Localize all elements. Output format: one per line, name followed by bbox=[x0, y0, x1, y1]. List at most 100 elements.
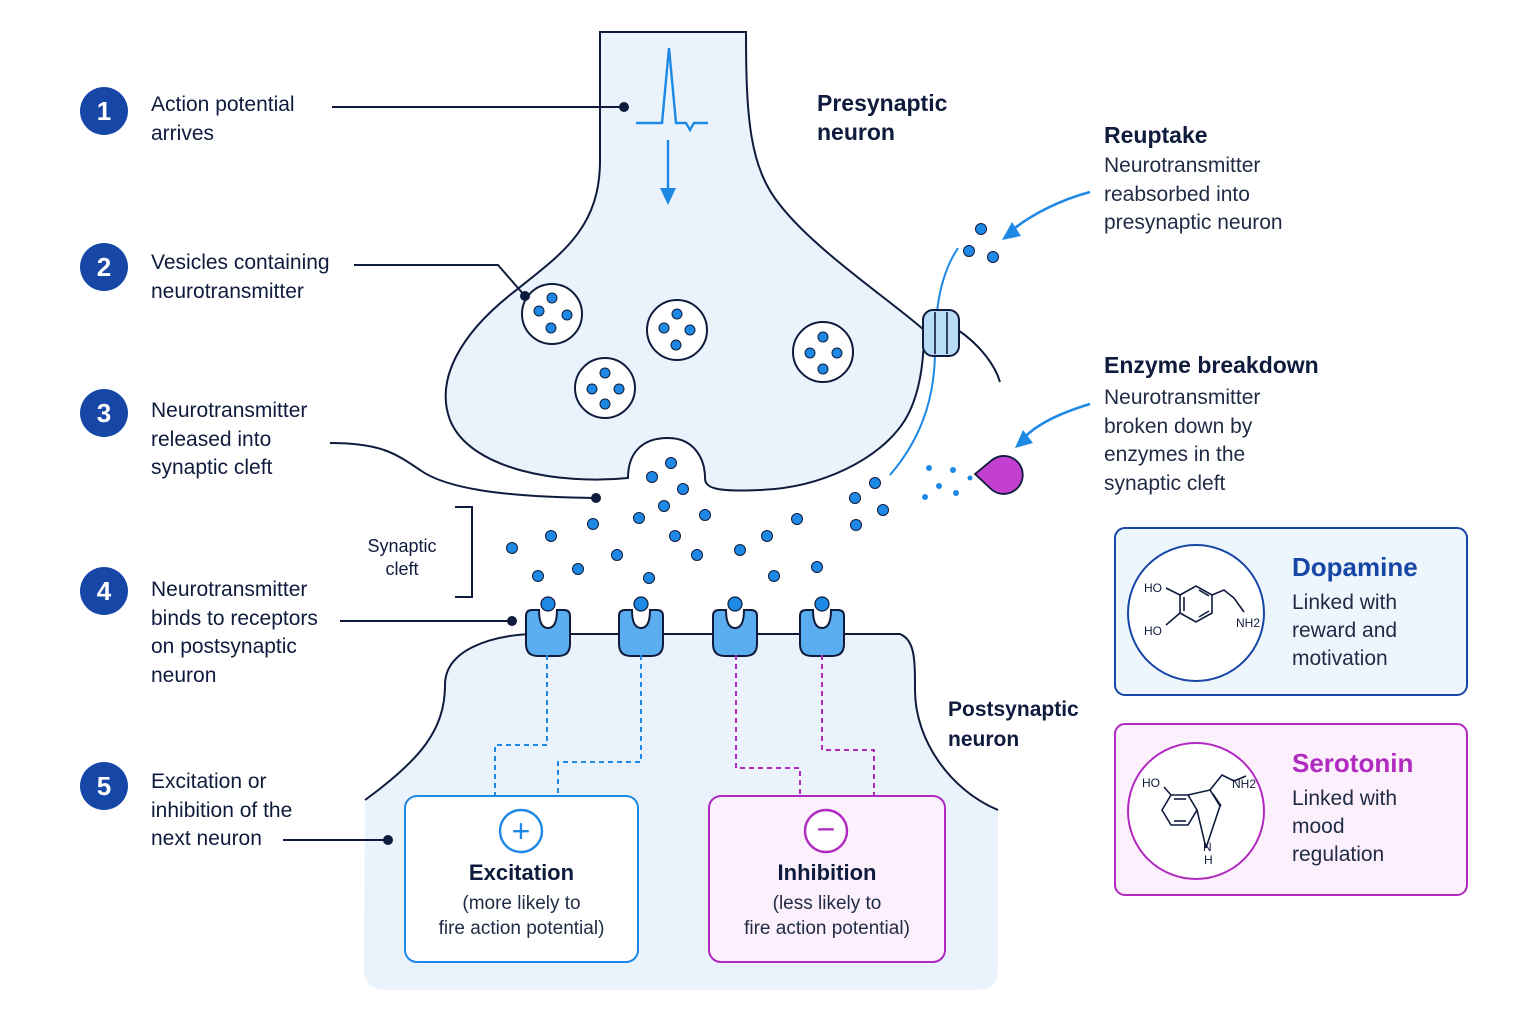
step-2-line: Vesicles containing bbox=[151, 251, 330, 274]
step-circle bbox=[80, 87, 128, 135]
neurotransmitter-molecule bbox=[849, 492, 861, 504]
step-3-line: synaptic cleft bbox=[151, 456, 273, 479]
degraded-fragments bbox=[922, 465, 973, 500]
synaptic-cleft-line: cleft bbox=[385, 559, 419, 579]
neurotransmitter-molecule bbox=[768, 570, 780, 582]
vesicle bbox=[574, 357, 636, 419]
enzyme-line: enzymes in the bbox=[1104, 443, 1246, 466]
reuptake-title: Reuptake bbox=[1104, 122, 1208, 148]
action-potential-trace bbox=[636, 47, 708, 133]
receptor bbox=[712, 596, 758, 657]
excitation-line: fire action potential) bbox=[438, 918, 605, 939]
receptor bbox=[618, 596, 664, 657]
step-number: 4 bbox=[97, 576, 112, 606]
step-4-line: on postsynaptic bbox=[151, 635, 297, 658]
receptor-body bbox=[618, 609, 664, 657]
signal-line-excitation bbox=[494, 655, 548, 795]
neurotransmitter-molecule bbox=[761, 530, 773, 542]
reuptake-arrow bbox=[1009, 190, 1091, 233]
inhibition-line: (less likely to bbox=[772, 893, 882, 914]
excitation-line: (more likely to bbox=[462, 893, 581, 914]
serotonin-ring-n: N bbox=[1203, 840, 1212, 854]
excitation-box bbox=[404, 795, 639, 963]
step-2-marker: 2 bbox=[80, 243, 128, 291]
neurotransmitter-molecule bbox=[545, 530, 557, 542]
neurotransmitter-molecule bbox=[532, 570, 544, 582]
step-number: 5 bbox=[97, 771, 111, 801]
dopamine-title: Dopamine bbox=[1292, 552, 1418, 582]
neurotransmitter-molecule bbox=[506, 542, 518, 554]
step-circle bbox=[80, 243, 128, 291]
step-5-line: next neuron bbox=[151, 827, 262, 850]
reuptake-line: reabsorbed into bbox=[1104, 182, 1250, 206]
neurotransmitter-molecule bbox=[658, 500, 670, 512]
synaptic-cleft-line: Synaptic bbox=[367, 536, 437, 556]
step-circle bbox=[80, 762, 128, 810]
enzyme-title: Enzyme breakdown bbox=[1104, 352, 1319, 378]
dopamine-line: motivation bbox=[1292, 647, 1388, 670]
reuptake-arrowhead bbox=[1002, 222, 1021, 240]
step-4-marker: 4 bbox=[80, 567, 128, 615]
step-4-line: neuron bbox=[151, 663, 217, 687]
presynaptic-label-line: Presynaptic bbox=[817, 90, 948, 116]
reuptake-description: Neurotransmitter reabsorbed into presyna… bbox=[1104, 152, 1283, 238]
neurotransmitter-molecule bbox=[869, 477, 881, 489]
neurotransmitter-molecules bbox=[506, 457, 889, 584]
signal-line-inhibition bbox=[735, 655, 801, 795]
minus-icon bbox=[803, 808, 849, 854]
postsynaptic-label-line: Postsynaptic bbox=[948, 698, 1079, 721]
step-5-label: Excitation or inhibition of the next neu… bbox=[151, 768, 292, 854]
enzyme-arrowhead bbox=[1015, 430, 1033, 448]
receptor bbox=[525, 596, 571, 657]
neurotransmitter-molecule bbox=[587, 518, 599, 530]
step-5-line: Excitation or bbox=[151, 770, 267, 793]
step-2-label: Vesicles containing neurotransmitter bbox=[151, 249, 330, 306]
inhibition-line: fire action potential) bbox=[744, 918, 910, 939]
enzyme-icon bbox=[973, 455, 1024, 495]
serotonin-group-amine: NH2 bbox=[1232, 777, 1256, 791]
enzyme-arrow bbox=[1021, 402, 1091, 441]
bound-neurotransmitter bbox=[633, 596, 649, 612]
excitation-title: Excitation bbox=[468, 860, 575, 885]
neurotransmitter-molecule bbox=[677, 483, 689, 495]
presynaptic-label-line: neuron bbox=[817, 119, 895, 145]
dopamine-structure-circle bbox=[1127, 544, 1265, 682]
step-4-line: binds to receptors bbox=[151, 606, 318, 630]
presynaptic-label: Presynaptic neuron bbox=[817, 89, 947, 147]
enzyme-line: Neurotransmitter bbox=[1104, 386, 1261, 409]
neurotransmitter-molecule bbox=[646, 471, 658, 483]
step-3-line: released into bbox=[151, 427, 272, 451]
serotonin-line: regulation bbox=[1292, 843, 1385, 866]
step-5-line: inhibition of the bbox=[151, 798, 293, 822]
serotonin-ring-h: H bbox=[1204, 853, 1213, 867]
enzyme-line: broken down by bbox=[1104, 414, 1253, 438]
plus-icon bbox=[498, 808, 544, 854]
receptor-body bbox=[799, 609, 845, 657]
inhibition-box bbox=[708, 795, 946, 963]
step-1-label: Action potential arrives bbox=[151, 91, 295, 148]
neurotransmitter-molecule bbox=[572, 563, 584, 575]
dopamine-line: reward and bbox=[1292, 619, 1398, 642]
reuptake-line: Neurotransmitter bbox=[1104, 154, 1261, 177]
neurotransmitter-molecule bbox=[643, 572, 655, 584]
serotonin-line: Linked with bbox=[1292, 787, 1398, 810]
neurotransmitter-molecule bbox=[611, 549, 623, 561]
dopamine-group-amine: NH2 bbox=[1236, 616, 1260, 630]
step-number: 2 bbox=[97, 252, 111, 282]
synaptic-cleft-label: Synaptic cleft bbox=[357, 535, 447, 581]
neurotransmitter-molecule bbox=[669, 530, 681, 542]
presynaptic-membrane bbox=[957, 329, 1001, 383]
serotonin-group-ho: HO bbox=[1142, 776, 1160, 790]
bound-neurotransmitter bbox=[814, 596, 830, 612]
neurotransmitter-molecule bbox=[699, 509, 711, 521]
excitation-description: (more likely to fire action potential) bbox=[405, 891, 638, 941]
receptors bbox=[525, 596, 845, 657]
step-number: 1 bbox=[97, 96, 111, 126]
dopamine-structure bbox=[1165, 585, 1245, 626]
neurotransmitter-molecule bbox=[633, 512, 645, 524]
step-4-label: Neurotransmitter binds to receptors on p… bbox=[151, 576, 318, 690]
dopamine-line: Linked with bbox=[1292, 591, 1398, 614]
neurotransmitter-molecule bbox=[877, 504, 889, 516]
inhibition-title: Inhibition bbox=[777, 860, 877, 885]
dopamine-group-ho-bottom: HO bbox=[1144, 624, 1162, 638]
